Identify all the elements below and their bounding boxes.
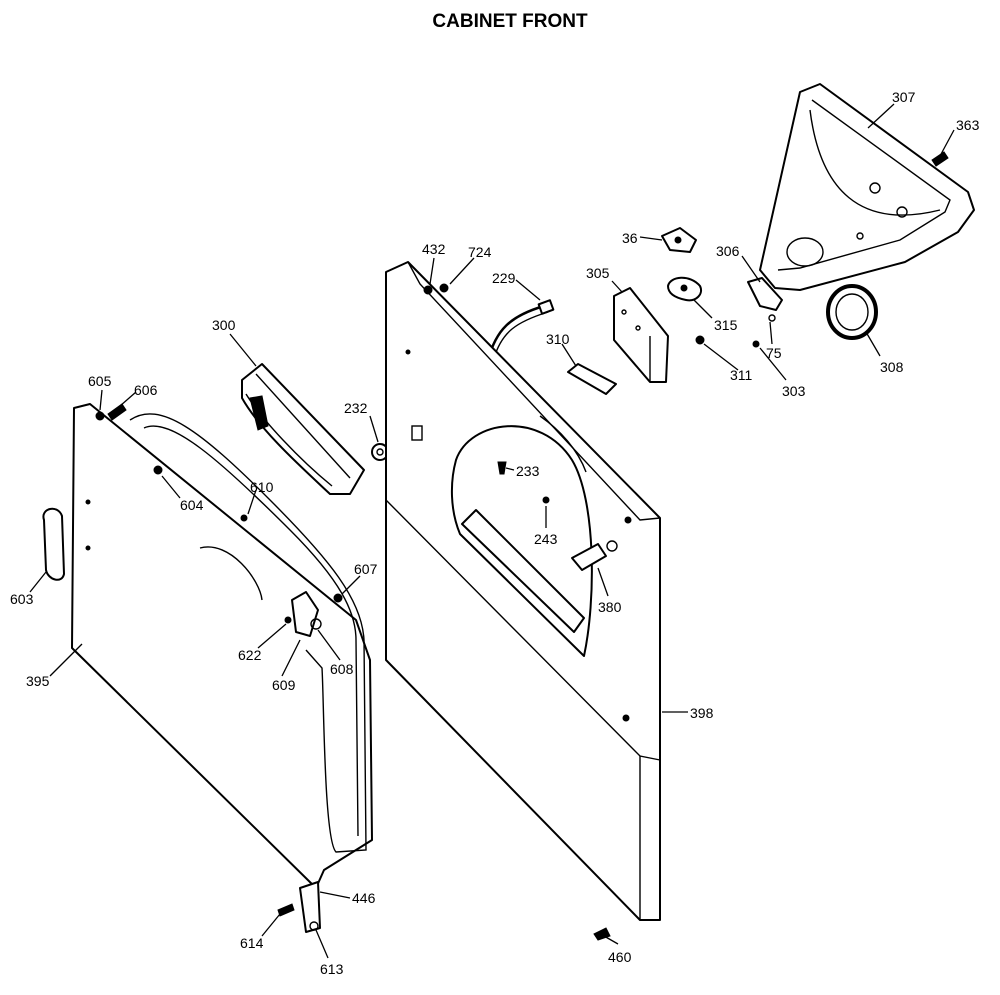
callout-610: 610 — [250, 479, 274, 495]
callout-622: 622 — [238, 647, 262, 663]
callout-607: 607 — [354, 561, 378, 577]
part-307-housing — [759, 83, 975, 291]
part-305-bracket — [613, 287, 669, 383]
callout-233: 233 — [516, 463, 540, 479]
callout-432: 432 — [422, 241, 446, 257]
part-604-screw — [153, 465, 163, 475]
callout-305: 305 — [586, 265, 610, 281]
callout-243: 243 — [534, 531, 558, 547]
callout-609: 609 — [272, 677, 296, 693]
callout-603: 603 — [10, 591, 34, 607]
callout-306: 306 — [716, 243, 740, 259]
callout-460: 460 — [608, 949, 632, 965]
part-300-lamp-housing — [241, 363, 365, 495]
part-308-drum-seal — [826, 284, 878, 340]
part-243-pin — [542, 496, 550, 504]
leader-lines — [29, 103, 955, 959]
callout-310: 310 — [546, 331, 570, 347]
callout-606: 606 — [134, 382, 158, 398]
callout-75: 75 — [766, 345, 782, 361]
part-432-screw — [423, 285, 433, 295]
part-latch-assembly — [284, 591, 322, 637]
callout-380: 380 — [598, 599, 622, 615]
callout-395: 395 — [26, 673, 50, 689]
callout-605: 605 — [88, 373, 112, 389]
callout-614: 614 — [240, 935, 264, 951]
part-395-door — [71, 403, 373, 889]
callout-labels: 307 363 36 306 305 315 75 308 310 311 30… — [10, 89, 980, 977]
part-315-thermostat — [667, 276, 702, 302]
callout-232: 232 — [344, 400, 368, 416]
callout-604: 604 — [180, 497, 204, 513]
callout-36: 36 — [622, 230, 638, 246]
part-605-screw — [95, 411, 105, 421]
callout-315: 315 — [714, 317, 738, 333]
part-380-switch — [571, 540, 618, 571]
part-607-screw — [333, 593, 343, 603]
part-306-clip — [747, 277, 783, 322]
part-398-front-panel — [385, 261, 661, 921]
part-724-screw — [439, 283, 449, 293]
part-36-bracket — [661, 227, 697, 253]
callout-229: 229 — [492, 270, 516, 286]
part-303-screw — [752, 340, 760, 348]
callout-398: 398 — [690, 705, 714, 721]
part-614-screw — [277, 903, 295, 917]
part-310-strip — [567, 363, 617, 395]
callout-608: 608 — [330, 661, 354, 677]
part-606-pin — [107, 403, 127, 421]
part-363-screw — [931, 151, 949, 167]
callout-724: 724 — [468, 244, 492, 260]
part-229-harness — [486, 299, 555, 361]
callout-307: 307 — [892, 89, 916, 105]
callout-613: 613 — [320, 961, 344, 977]
part-233-screw — [497, 461, 507, 475]
callout-446: 446 — [352, 890, 376, 906]
callout-308: 308 — [880, 359, 904, 375]
part-311-screw — [695, 335, 705, 345]
callout-311: 311 — [730, 367, 753, 383]
callout-303: 303 — [782, 383, 806, 399]
callout-363: 363 — [956, 117, 980, 133]
part-446-hinge — [299, 881, 321, 933]
diagram-title: CABINET FRONT — [432, 11, 588, 32]
callout-300: 300 — [212, 317, 236, 333]
part-603-handle — [42, 507, 65, 581]
